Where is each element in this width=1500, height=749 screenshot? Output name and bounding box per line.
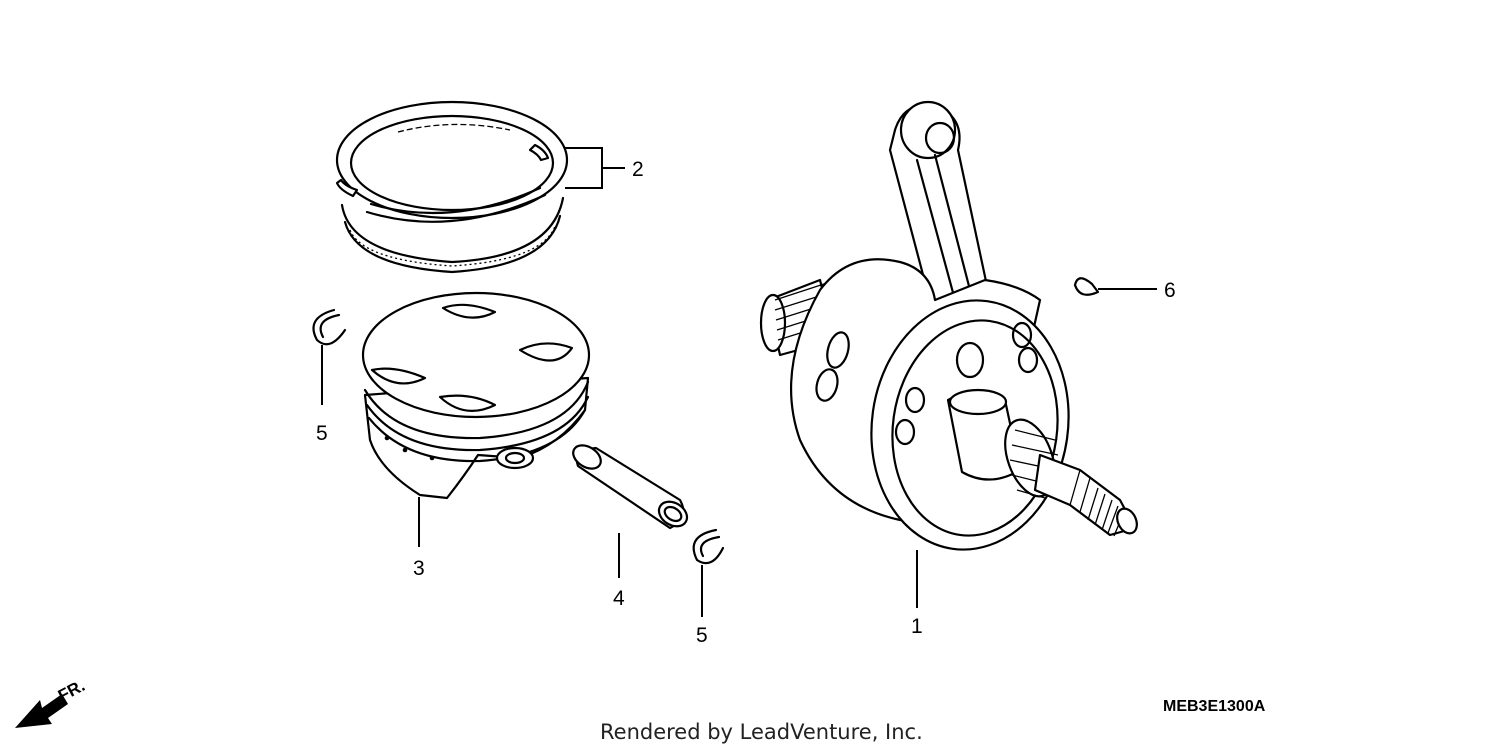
credit-text: Rendered by LeadVenture, Inc. bbox=[600, 720, 923, 744]
piston-pin-clip-left-drawing[interactable] bbox=[312, 308, 347, 346]
piston-pin-clip-right-drawing[interactable] bbox=[692, 528, 725, 565]
front-direction-indicator: FR. bbox=[15, 676, 88, 728]
piston-pin-drawing[interactable] bbox=[569, 441, 692, 532]
leader-lines bbox=[321, 147, 1157, 617]
callout-piston-ring-set: 2 bbox=[632, 158, 644, 181]
diagram-code: MEB3E1300A bbox=[1163, 698, 1266, 715]
callout-piston-pin: 4 bbox=[613, 587, 625, 610]
callout-crankshaft: 1 bbox=[911, 615, 923, 638]
crankshaft-drawing[interactable] bbox=[759, 100, 1141, 562]
callout-piston: 3 bbox=[413, 557, 425, 580]
front-arrow-icon bbox=[15, 694, 68, 728]
callout-piston-pin-clip-right: 5 bbox=[696, 624, 708, 647]
piston-drawing[interactable] bbox=[361, 291, 591, 500]
callout-piston-pin-clip-left: 5 bbox=[316, 422, 328, 445]
woodruff-key-drawing[interactable] bbox=[1073, 277, 1100, 296]
piston-ring-set-drawing[interactable] bbox=[335, 100, 569, 274]
callout-woodruff-key: 6 bbox=[1164, 279, 1176, 302]
